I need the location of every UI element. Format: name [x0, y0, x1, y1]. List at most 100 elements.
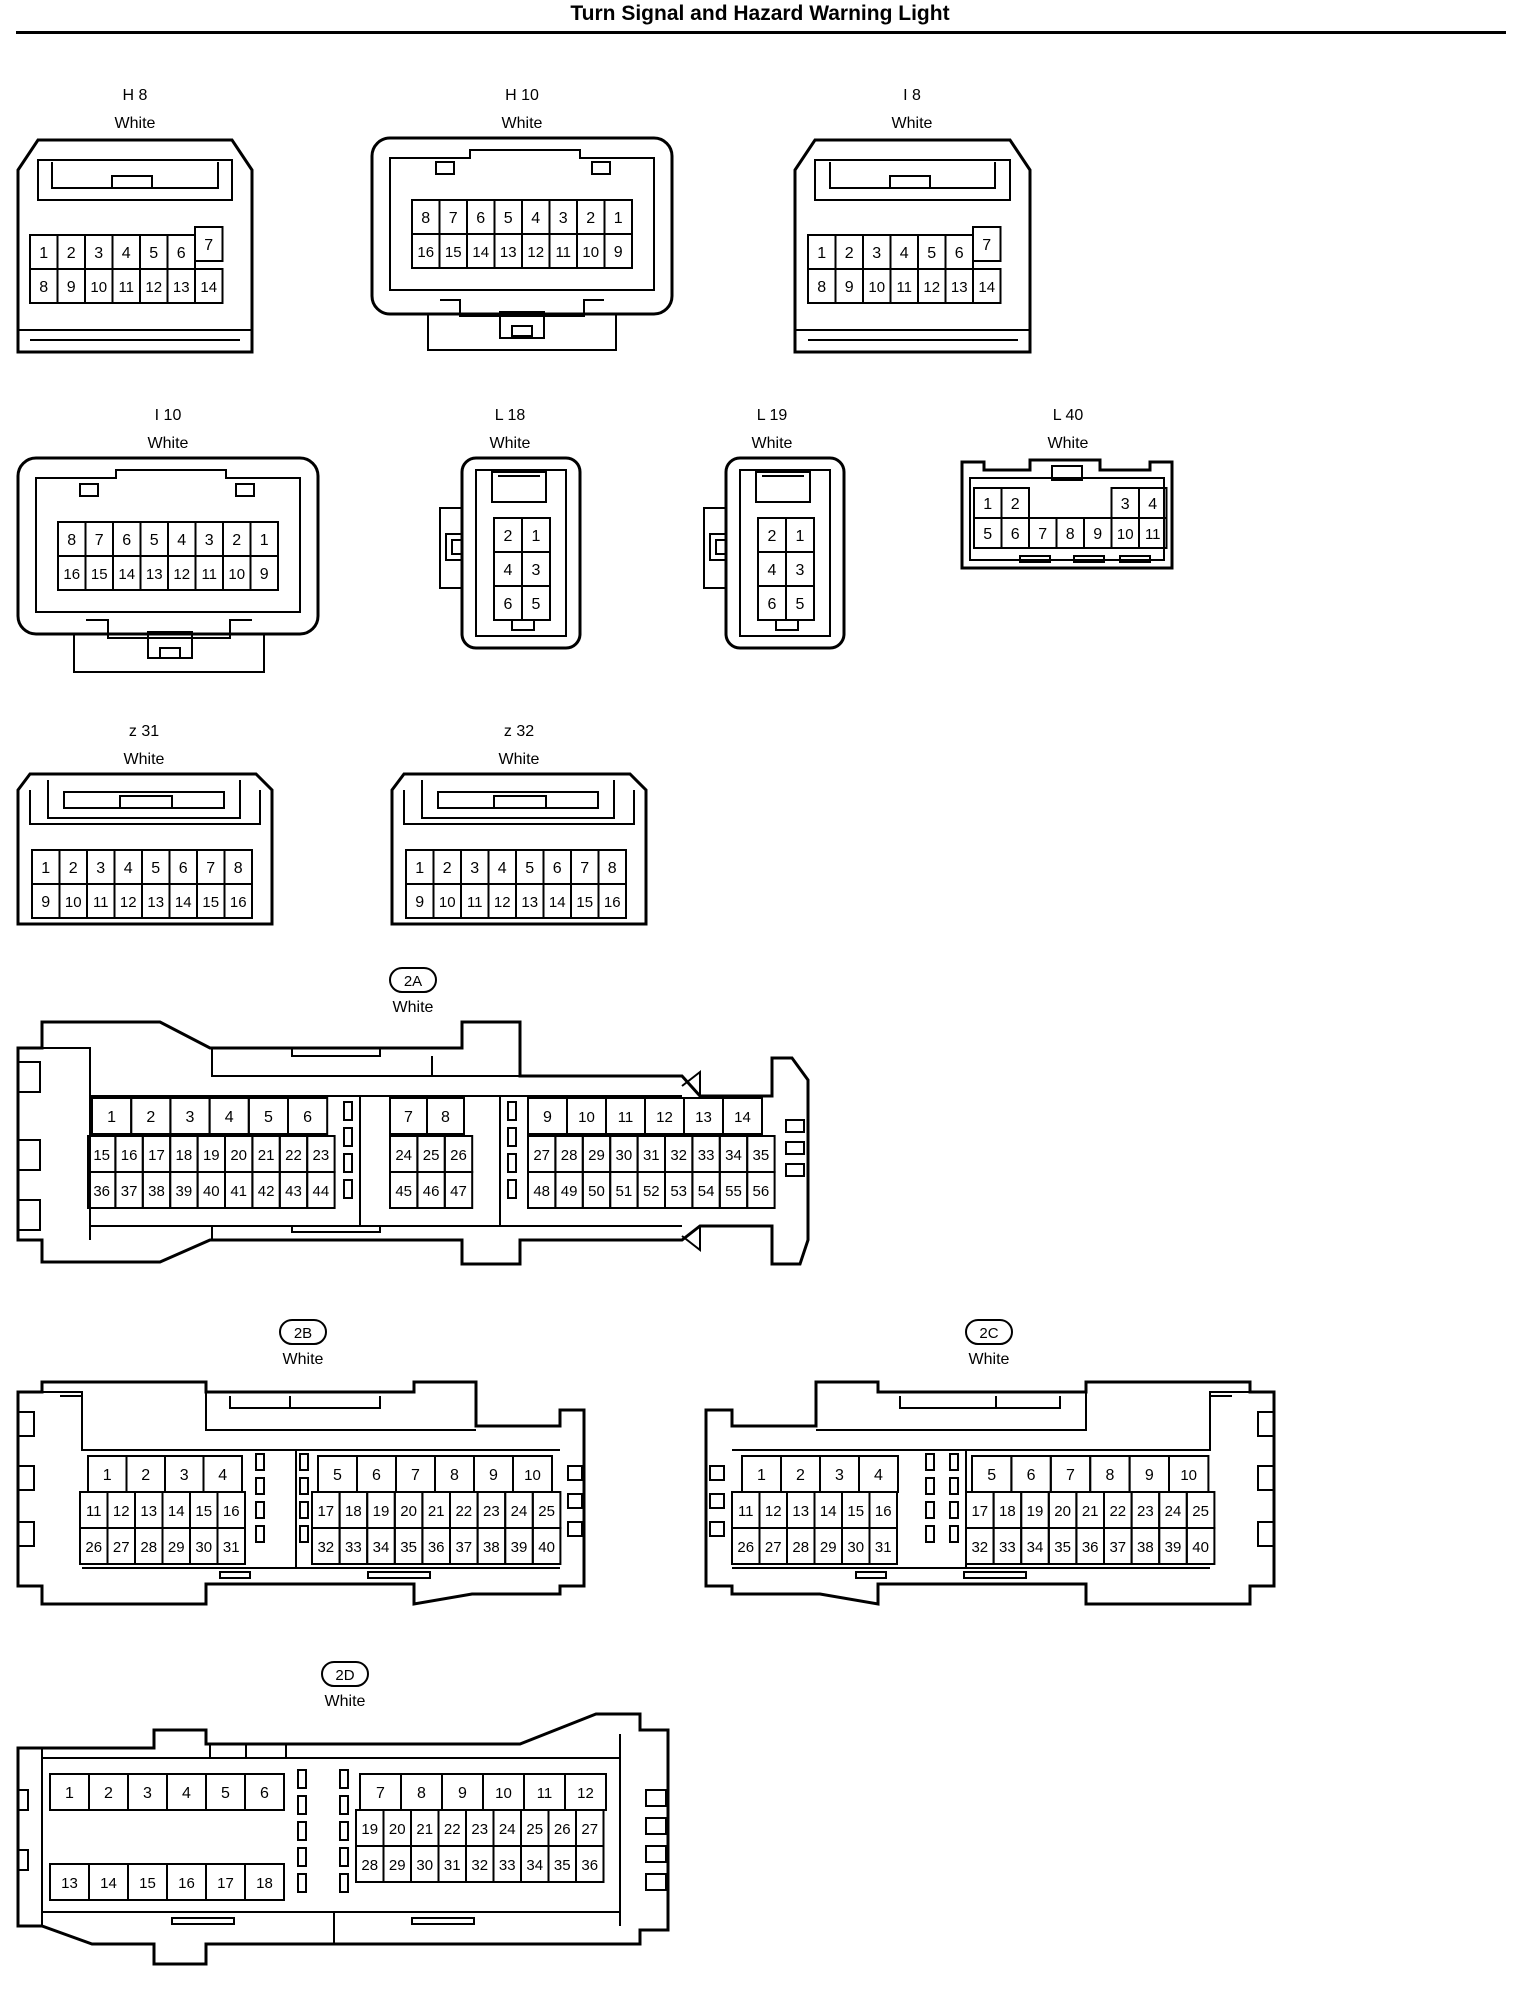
connector-2a-pins-mid-pin-cell [426, 1097, 465, 1135]
connector-2a-pins-right-b-pin-label: 32 [670, 1147, 687, 1164]
connector-l40-pins-pin-label: 10 [1117, 526, 1134, 543]
connector-2d-pins-right-b-pin-label: 19 [361, 1821, 378, 1838]
connector-i8-id: I 8 [903, 87, 921, 104]
connector-2c-pins-left-b-pin-label: 28 [792, 1539, 809, 1556]
connector-2d-pins-right-b-pin-label: 26 [554, 1821, 571, 1838]
connector-2c-pins-left-b-pin-label: 12 [765, 1503, 782, 1520]
connector-2c-pins-right-b-pin-label: 38 [1137, 1539, 1154, 1556]
connector-z32-pins-pin-label: 1 [415, 860, 424, 877]
connector-i10-pins-pin-label: 6 [122, 532, 131, 549]
connector-z32-pins-pin-cell [597, 883, 627, 919]
connector-2d-pins-left-bottom-pin-label: 15 [139, 1875, 156, 1892]
connector-i10-pins-pin-label: 1 [260, 532, 269, 549]
connector-2a-pins-left-b-pin-label: 21 [258, 1147, 275, 1164]
connector-2d-pins-right-b-pin-label: 31 [444, 1857, 461, 1874]
connector-2b-pins-left-b-pin-label: 13 [140, 1503, 157, 1520]
connector-2c-pins-right-b-pin-cell [1185, 1527, 1216, 1565]
connector-2b-pins-left-b-pin-label: 27 [113, 1539, 130, 1556]
connector-2b-pins-left-b-pin-label: 12 [113, 1503, 130, 1520]
connector-z31-pins-pin-label: 13 [147, 894, 164, 911]
connector-2a-pins-right-b-pin-label: 28 [561, 1147, 578, 1164]
connector-l18-pins-pin-label: 6 [504, 596, 513, 613]
connector-2b-pins-right-pin-label: 6 [372, 1467, 381, 1484]
connector-2a-pins-right-b-pin-label: 35 [753, 1147, 770, 1164]
connector-l40-pins-pin-label: 11 [1145, 526, 1161, 543]
connector-z32-pins-pin-label: 2 [443, 860, 452, 877]
connector-2a-pins-mid-b-pin-label: 24 [395, 1147, 412, 1164]
connector-z31-pins-pin-label: 4 [124, 860, 133, 877]
connector-2b-color: White [283, 1351, 324, 1368]
connector-2a-pins-right-b-pin-label: 55 [725, 1183, 742, 1200]
connector-h10-pins-pin-label: 1 [614, 210, 623, 227]
connector-l19-id: L 19 [757, 407, 788, 424]
connector-2a-pins-left-b-pin-label: 20 [230, 1147, 247, 1164]
connector-2a-pins-mid-b-pin-label: 26 [450, 1147, 467, 1164]
connector-2d-pins-left-bottom-pin-label: 17 [217, 1875, 234, 1892]
connector-2c-pins-right-b-pin-label: 19 [1027, 1503, 1044, 1520]
connector-2d-pins-right-pin-label: 7 [376, 1785, 385, 1802]
connector-z31-pins-pin-label: 6 [179, 860, 188, 877]
connector-h8-pins-pin-cell [194, 226, 224, 262]
connector-2b-pins-right-b-pin-label: 17 [317, 1503, 334, 1520]
connector-z31-pins-pin-cell [223, 883, 253, 919]
connector-i10-pins-pin-label: 16 [63, 566, 80, 583]
connector-2a-pins-left-pin-label: 2 [146, 1109, 155, 1126]
connector-2a-id: 2A [404, 973, 422, 990]
connector-z31-pins-pin-label: 11 [93, 894, 109, 911]
connector-2c-pins-left-b-pin-label: 13 [792, 1503, 809, 1520]
connector-2a-pins-left-pin-label: 5 [264, 1109, 273, 1126]
connector-2c-pins-right-b-pin-label: 39 [1165, 1539, 1182, 1556]
connector-2a-pins-left-b-pin-label: 39 [176, 1183, 193, 1200]
connector-2a-pins-left-pin-cell [287, 1097, 329, 1135]
connector-2a-pins-left-b-pin-label: 22 [285, 1147, 302, 1164]
connector-h10-pins-pin-label: 14 [472, 244, 489, 261]
connector-2d-pins-right-b-pin-label: 33 [499, 1857, 516, 1874]
connector-2d-pins-right-pin-label: 8 [417, 1785, 426, 1802]
connector-2c-pins-right-b-pin-label: 33 [999, 1539, 1016, 1556]
connector-2b-pins-right-pin-label: 8 [450, 1467, 459, 1484]
connector-l19-pins-pin-label: 5 [796, 596, 805, 613]
connector-2c-pins-right-b-pin-label: 40 [1192, 1539, 1209, 1556]
connector-i8-pins-pin-label: 13 [951, 279, 968, 296]
connector-2a-pins-right-b-pin-label: 29 [588, 1147, 605, 1164]
connector-2b-pins-right-b-pin-label: 38 [483, 1539, 500, 1556]
connector-2d-pins-left-bottom-pin-label: 13 [61, 1875, 78, 1892]
connector-2c-pins-right-b-pin-label: 24 [1165, 1503, 1182, 1520]
connector-l40-pins-pin-label: 7 [1038, 526, 1047, 543]
connector-2b-pins-left-b-pin-label: 16 [223, 1503, 240, 1520]
connector-2d-pins-right-b-pin-label: 35 [554, 1857, 571, 1874]
connector-i8-pins-pin-label: 12 [923, 279, 940, 296]
connector-h8-pins-pin-label: 4 [122, 245, 131, 262]
connector-2c-pins-right-pin-label: 5 [987, 1467, 996, 1484]
connector-2d-pins-right-b-pin-cell [575, 1845, 605, 1883]
connector-i10-pins-pin-label: 11 [201, 566, 217, 583]
connector-l40-pins-pin-label: 3 [1121, 496, 1130, 513]
connector-2c-pins-right-pin-label: 10 [1180, 1467, 1197, 1484]
connector-2c-pins-right-pin-label: 6 [1027, 1467, 1036, 1484]
connector-2a-pins-left-b-pin-label: 18 [176, 1147, 193, 1164]
connector-l40-pins-pin-label: 8 [1066, 526, 1075, 543]
connector-2d-pins-left-bottom-pin-cell [244, 1863, 285, 1901]
connector-h10-pins-pin-label: 3 [559, 210, 568, 227]
connector-h8-pins-pin-cell [194, 268, 224, 304]
connector-2a-pins-left-b-pin-label: 16 [121, 1147, 138, 1164]
connector-i8-pins-pin-label: 14 [978, 279, 995, 296]
connector-z31-pins-pin-label: 12 [120, 894, 137, 911]
connector-z32-color: White [499, 751, 540, 768]
connector-z32-pins-pin-label: 5 [525, 860, 534, 877]
connector-i10-pins-pin-label: 9 [260, 566, 269, 583]
connector-2d-pins-right-b-pin-label: 28 [361, 1857, 378, 1874]
connector-2c-pins-right-pin-label: 8 [1105, 1467, 1114, 1484]
connector-2a-pins-left-b-pin-label: 19 [203, 1147, 220, 1164]
connector-l18-pins-pin-label: 1 [532, 528, 541, 545]
connector-i10-id: I 10 [155, 407, 182, 424]
connector-i8-pins-pin-label: 8 [817, 279, 826, 296]
connector-h8-pins-pin-label: 1 [39, 245, 48, 262]
